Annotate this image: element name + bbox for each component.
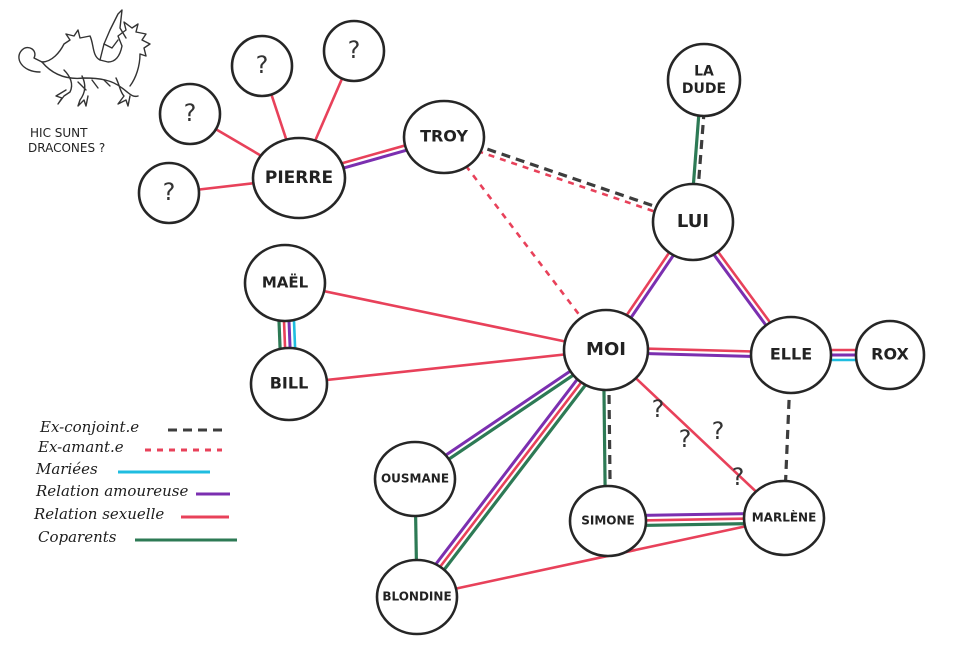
node-simone[interactable]: SIMONE xyxy=(568,484,648,558)
node-label: LA xyxy=(694,63,714,79)
node-label: LUI xyxy=(677,211,709,232)
node-label: DUDE xyxy=(682,81,726,97)
edge-line-romantic xyxy=(411,346,604,595)
node-label: SIMONE xyxy=(581,514,635,528)
node-circle xyxy=(251,136,347,220)
node-label: ? xyxy=(163,178,176,206)
edge-line-ex-lover xyxy=(442,138,693,226)
legend-label: Relation amoureuse xyxy=(35,482,188,500)
node-q1[interactable]: ? xyxy=(230,34,294,98)
node-circle xyxy=(243,243,327,323)
question-mark-annotation: ? xyxy=(712,417,725,445)
node-label: MARLÈNE xyxy=(752,510,817,525)
node-q4[interactable]: ? xyxy=(137,161,201,225)
node-label: ELLE xyxy=(770,345,812,364)
node-circle xyxy=(322,19,386,83)
edge-moi-blondine xyxy=(411,346,612,602)
node-circle xyxy=(568,484,648,558)
node-circle xyxy=(137,161,201,225)
legend-label: Coparents xyxy=(38,528,117,546)
edge-line-coparents xyxy=(419,352,612,602)
node-blondine[interactable]: BLONDINE xyxy=(375,558,459,636)
node-label: ROX xyxy=(871,345,909,364)
question-mark-annotation: ? xyxy=(679,425,692,453)
legend-item-sexual: Relation sexuelle xyxy=(33,505,229,523)
legend-item-ex-lover: Ex-amant.e xyxy=(37,438,222,456)
edge-line-sexual xyxy=(415,349,608,598)
node-circle xyxy=(562,308,650,392)
node-ousmane[interactable]: OUSMANE xyxy=(373,440,457,518)
node-marlene[interactable]: MARLÈNE xyxy=(742,479,826,557)
node-circle xyxy=(375,558,459,636)
question-mark-annotation: ? xyxy=(732,463,745,491)
edge-troy-lui xyxy=(442,133,695,226)
legend-label: Mariées xyxy=(35,460,98,478)
node-circle xyxy=(854,319,926,391)
node-troy[interactable]: TROY xyxy=(402,99,486,175)
node-circle xyxy=(249,346,329,422)
question-mark-annotation: ? xyxy=(652,395,665,423)
node-circle xyxy=(373,440,457,518)
node-q3[interactable]: ? xyxy=(158,82,222,146)
edge-line-sexual xyxy=(416,516,785,599)
node-label: ? xyxy=(348,36,361,64)
node-label: OUSMANE xyxy=(381,472,449,486)
node-circle xyxy=(230,34,294,98)
node-mael[interactable]: MAËL xyxy=(243,243,327,323)
node-ladude[interactable]: LA DUDE xyxy=(666,42,742,118)
node-moi[interactable]: MOI xyxy=(562,308,650,392)
node-circle xyxy=(749,315,833,395)
annotation-layer: ???? xyxy=(652,395,745,491)
caption-line-2: DRACONES ? xyxy=(28,141,105,155)
node-elle[interactable]: ELLE xyxy=(749,315,833,395)
edge-bill-moi xyxy=(288,348,607,386)
node-label: ? xyxy=(184,99,197,127)
node-circle xyxy=(742,479,826,557)
node-lui[interactable]: LUI xyxy=(651,182,735,262)
edge-blondine-marlene xyxy=(416,516,785,599)
node-pierre[interactable]: PIERRE xyxy=(251,136,347,220)
node-rox[interactable]: ROX xyxy=(854,319,926,391)
node-label: TROY xyxy=(420,127,468,146)
legend-item-coparents: Coparents xyxy=(38,528,237,546)
legend-item-romantic: Relation amoureuse xyxy=(35,482,230,500)
edge-mael-moi xyxy=(284,281,607,352)
edge-troy-moi xyxy=(442,136,608,351)
legend-item-married: Mariées xyxy=(35,460,210,478)
node-label: PIERRE xyxy=(265,168,333,188)
node-q2[interactable]: ? xyxy=(322,19,386,83)
legend-label: Relation sexuelle xyxy=(33,505,164,523)
node-circle xyxy=(666,42,742,118)
legend-item-ex-spouse: Ex-conjoint.e xyxy=(39,418,222,436)
nodes-layer: ???? PIERRE TROY LA DUDE LUI MAËL BILL MOI ELLE RO… xyxy=(137,19,926,636)
node-label: ? xyxy=(256,51,269,79)
node-circle xyxy=(402,99,486,175)
node-bill[interactable]: BILL xyxy=(249,346,329,422)
node-label: BILL xyxy=(270,374,309,393)
node-label: MAËL xyxy=(262,273,309,292)
edge-line-sexual xyxy=(284,281,607,352)
dragon-icon xyxy=(18,9,151,107)
node-circle xyxy=(158,82,222,146)
legend-label: Ex-conjoint.e xyxy=(39,418,139,436)
caption-line-1: HIC SUNT xyxy=(30,126,88,140)
legend-label: Ex-amant.e xyxy=(37,438,124,456)
edge-line-sexual xyxy=(288,348,607,386)
node-circle xyxy=(651,182,735,262)
node-label: MOI xyxy=(586,339,626,360)
edge-line-ex-lover xyxy=(442,136,608,351)
node-label: BLONDINE xyxy=(382,590,451,604)
